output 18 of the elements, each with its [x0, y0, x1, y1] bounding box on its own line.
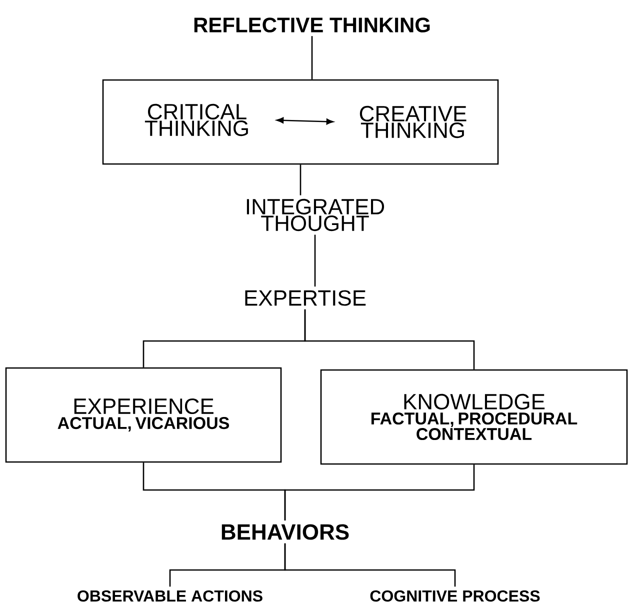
- concept-label: BEHAVIORS: [222, 524, 349, 540]
- connector-line: [300, 164, 302, 196]
- concept-label: CREATIVE THINKING: [360, 106, 466, 138]
- concept-label: EXPERTISE: [245, 290, 366, 306]
- concept-box: KNOWLEDGE FACTUAL, PROCEDURAL CONTEXTUAL: [320, 369, 628, 465]
- concept-label: OBSERVABLE ACTIONS: [78, 590, 262, 602]
- connector-line: [304, 309, 475, 370]
- connector-line: [311, 36, 313, 80]
- connector-line: [284, 464, 475, 521]
- thinking-box: [102, 79, 499, 165]
- concept-label: CRITICAL THINKING: [144, 104, 248, 136]
- concept-label: INTEGRATED THOUGHT: [246, 198, 384, 232]
- connector-line: [284, 543, 456, 587]
- double-arrow: [276, 117, 334, 125]
- concept-box: EXPERIENCE ACTUAL, VICARIOUS: [5, 367, 282, 463]
- connector-line: [314, 234, 316, 287]
- concept-label: REFLECTIVE THINKING: [194, 18, 430, 32]
- concept-label: COGNITIVE PROCESS: [370, 590, 540, 602]
